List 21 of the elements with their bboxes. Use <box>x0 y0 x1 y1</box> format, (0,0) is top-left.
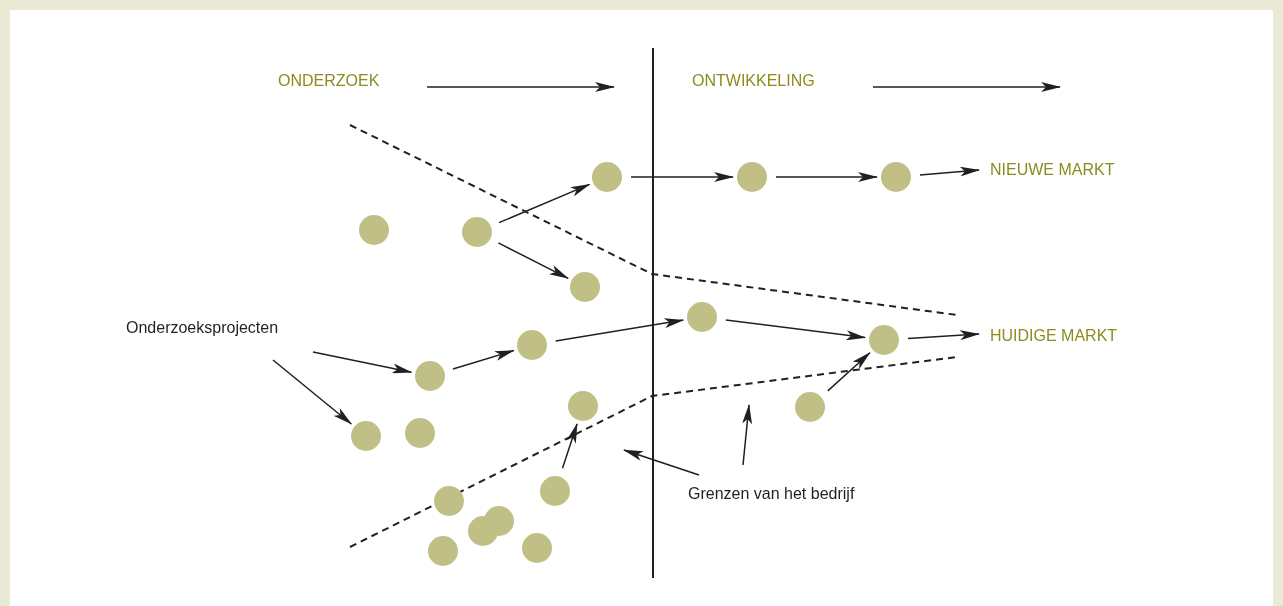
arrow <box>919 166 980 177</box>
arrow <box>554 318 685 342</box>
phase-label: ONDERZOEK <box>278 71 380 91</box>
arrow <box>561 423 578 469</box>
arrow <box>725 319 867 341</box>
arrow <box>497 242 569 280</box>
arrow <box>907 330 980 341</box>
market-label: NIEUWE MARKT <box>990 159 1150 181</box>
leader-arrow <box>272 359 353 425</box>
annotation-text: Onderzoeksprojecten <box>126 317 316 339</box>
leader-arrow <box>742 404 753 466</box>
arrow <box>827 352 871 392</box>
phase-label: ONTWIKKELING <box>692 71 815 91</box>
annotation-text: Grenzen van het bedrijf <box>688 483 898 505</box>
arrow <box>498 183 591 224</box>
leader-arrow <box>623 449 700 476</box>
arrow <box>452 349 515 370</box>
leader-arrow <box>312 351 413 374</box>
market-label: HUIDIGE MARKT <box>990 325 1150 347</box>
arrow <box>630 172 734 182</box>
arrow <box>775 172 878 182</box>
